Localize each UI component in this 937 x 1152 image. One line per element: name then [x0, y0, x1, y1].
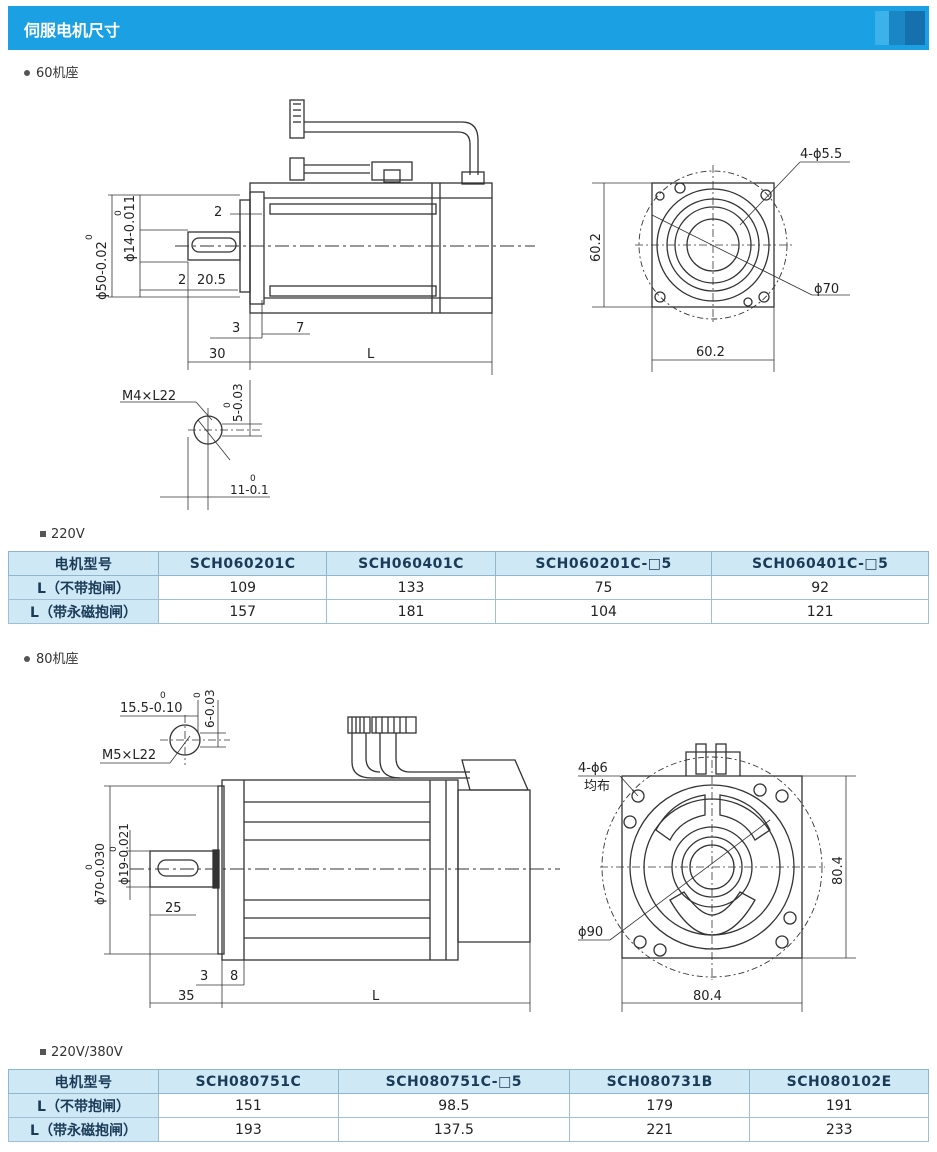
dim-11: 11-0.1: [230, 483, 269, 497]
dim-30: 30: [209, 347, 226, 362]
header-bar: 伺服电机尺寸: [8, 6, 929, 50]
dim-11-top: 0: [250, 474, 256, 484]
dim-15-5-top: 0: [160, 691, 166, 701]
table-header-cell: SCH080751C: [158, 1069, 339, 1094]
table-cell: 193: [158, 1117, 339, 1142]
dim-20-5: 20.5: [197, 273, 226, 288]
table-cell: L（带永磁抱闸）: [8, 599, 159, 624]
dim-m5: M5×L22: [102, 748, 156, 763]
dim-2a: 2: [214, 205, 222, 220]
dim-60-2-vertical: 60.2: [589, 233, 604, 262]
dim-L-80: L: [372, 989, 380, 1004]
table-cell: L（带永磁抱闸）: [8, 1117, 159, 1142]
dim-hole-80-note: 均布: [584, 779, 610, 794]
dim-hole-80: 4-ϕ6: [578, 761, 608, 776]
table-row: L（带永磁抱闸） 193 137.5 221 233: [8, 1117, 929, 1142]
spec-table-60: 电机型号 SCH060201C SCH060401C SCH060201C-□5…: [8, 551, 929, 624]
header-decoration: [875, 11, 925, 45]
dim-phi19-top: 0: [109, 846, 119, 852]
table-cell: 121: [711, 599, 929, 624]
table-cell: 133: [326, 575, 496, 600]
dim-phi14-top: 0: [114, 210, 124, 216]
table-cell: 151: [158, 1093, 339, 1118]
dim-6: 6-0.03: [203, 689, 217, 728]
dim-5: 5-0.03: [231, 383, 245, 422]
table-header-cell: SCH060401C-□5: [711, 551, 929, 576]
table-header-row: 电机型号 SCH060201C SCH060401C SCH060201C-□5…: [8, 551, 929, 576]
table-cell: 75: [494, 575, 713, 600]
dim-phi50-top: 0: [85, 234, 95, 240]
voltage-label-80: 220V/380V: [40, 1045, 123, 1060]
dim-L-60: L: [367, 347, 375, 362]
table-row: L（不带抱闸） 109 133 75 92: [8, 575, 929, 600]
dim-60-2-horizontal: 60.2: [696, 345, 725, 360]
dim-phi90: ϕ90: [578, 925, 603, 940]
table-header-cell: 电机型号: [8, 551, 159, 576]
table-cell: 109: [157, 575, 328, 600]
table-row: L（带永磁抱闸） 157 181 104 121: [8, 599, 929, 624]
dim-phi14: ϕ14-0.011: [123, 195, 138, 262]
table-header-cell: SCH060201C: [157, 551, 328, 576]
dim-7: 7: [296, 321, 304, 336]
table-cell: L（不带抱闸）: [8, 1093, 159, 1118]
motor-60-drawing: 4-ϕ5.5 60.2 60.2 ϕ70 ϕ50-0.02 0 ϕ14-0.01…: [85, 99, 850, 510]
dim-35: 35: [178, 989, 195, 1004]
dim-2b: 2: [178, 273, 186, 288]
dim-25: 25: [165, 901, 182, 916]
dim-3: 3: [232, 321, 240, 336]
dim-6-top: 0: [193, 692, 203, 698]
table-header-cell: SCH080751C-□5: [337, 1069, 570, 1094]
table-header-row: 电机型号 SCH080751C SCH080751C-□5 SCH080731B…: [8, 1069, 929, 1094]
dim-hole-60: 4-ϕ5.5: [800, 147, 842, 162]
dim-phi19: ϕ19-0.021: [117, 823, 131, 885]
spec-table-80: 电机型号 SCH080751C SCH080751C-□5 SCH080731B…: [8, 1069, 929, 1142]
table-cell: 179: [568, 1093, 751, 1118]
dim-8: 8: [230, 969, 238, 984]
dim-80-4-horizontal: 80.4: [693, 989, 722, 1004]
motor-80-drawing: 15.5-0.10 0 6-0.03 0 M5×L22 ϕ70-0.030 0 …: [85, 689, 856, 1012]
voltage-label-60: 220V: [40, 527, 85, 542]
dim-phi70-80: ϕ70-0.030: [93, 843, 107, 905]
page-title: 伺服电机尺寸: [24, 21, 121, 40]
table-cell: 98.5: [337, 1093, 570, 1118]
table-header-cell: SCH080731B: [568, 1069, 751, 1094]
table-cell: 157: [157, 599, 328, 624]
table-row: L（不带抱闸） 151 98.5 179 191: [8, 1093, 929, 1118]
dim-phi70-80-top: 0: [85, 864, 95, 870]
table-cell: 104: [494, 599, 713, 624]
table-header-cell: SCH060401C: [326, 551, 496, 576]
table-cell: 137.5: [337, 1117, 570, 1142]
table-header-cell: 电机型号: [8, 1069, 159, 1094]
dim-3-80: 3: [200, 969, 208, 984]
table-cell: 221: [568, 1117, 751, 1142]
table-cell: 181: [326, 599, 496, 624]
dim-phi70-60: ϕ70: [814, 282, 839, 297]
dim-5-top: 0: [223, 402, 233, 408]
table-header-cell: SCH060201C-□5: [494, 551, 713, 576]
dim-15-5: 15.5-0.10: [120, 701, 183, 716]
table-header-cell: SCH080102E: [749, 1069, 929, 1094]
dim-m4: M4×L22: [122, 389, 176, 404]
section-60-label: 60机座: [24, 62, 79, 81]
table-cell: L（不带抱闸）: [8, 575, 159, 600]
table-cell: 233: [749, 1117, 929, 1142]
dim-80-4-vertical: 80.4: [831, 856, 846, 885]
dim-phi50: ϕ50-0.02: [95, 241, 110, 300]
table-cell: 191: [749, 1093, 929, 1118]
table-cell: 92: [711, 575, 929, 600]
section-80-label: 80机座: [24, 648, 79, 667]
